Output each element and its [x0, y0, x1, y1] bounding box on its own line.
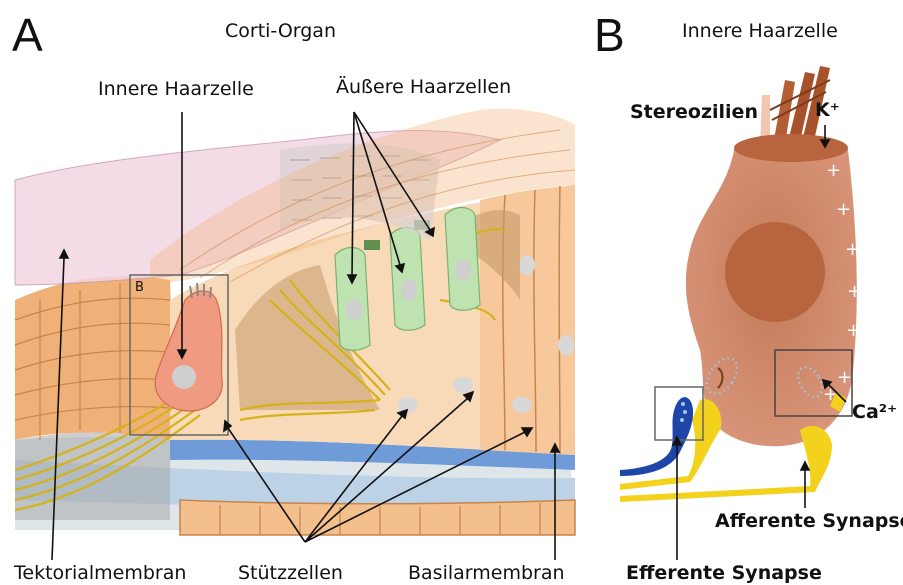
label-supporting-cells: Stützzellen: [238, 564, 343, 583]
label-inner-hair-cell: Innere Haarzelle: [98, 80, 254, 99]
label-afferent-synapse: Afferente Synapse: [715, 512, 903, 531]
plus-mark: +: [845, 239, 860, 260]
label-outer-hair-cells: Äußere Haarzellen: [336, 78, 511, 97]
label-calcium: Ca²⁺: [852, 403, 897, 422]
cell-top-cap: [734, 134, 848, 162]
panel-a-corti-organ: [15, 109, 575, 560]
plus-mark: +: [846, 320, 861, 341]
label-stereocilia: Stereozilien: [630, 103, 758, 122]
panel-b-inner-hair-cell: + + + + + + +: [620, 66, 862, 560]
panel-b-letter: B: [594, 12, 625, 58]
plus-mark: +: [847, 281, 862, 302]
panel-a-title: Corti-Organ: [225, 22, 336, 41]
nucleus-b: [725, 222, 825, 322]
label-efferent-synapse: Efferente Synapse: [626, 564, 822, 583]
label-tectorial-membrane: Tektorialmembran: [14, 564, 186, 583]
plus-mark: +: [826, 160, 841, 181]
plus-mark: +: [836, 199, 851, 220]
label-basilar-membrane: Basilarmembran: [408, 564, 565, 583]
efferent-fiber: [620, 397, 693, 476]
panel-b-title: Innere Haarzelle: [682, 22, 838, 41]
label-potassium: K⁺: [815, 101, 840, 120]
label-inset-marker: B: [135, 281, 144, 294]
panel-a-letter: A: [12, 12, 43, 58]
plus-mark: +: [837, 367, 852, 388]
